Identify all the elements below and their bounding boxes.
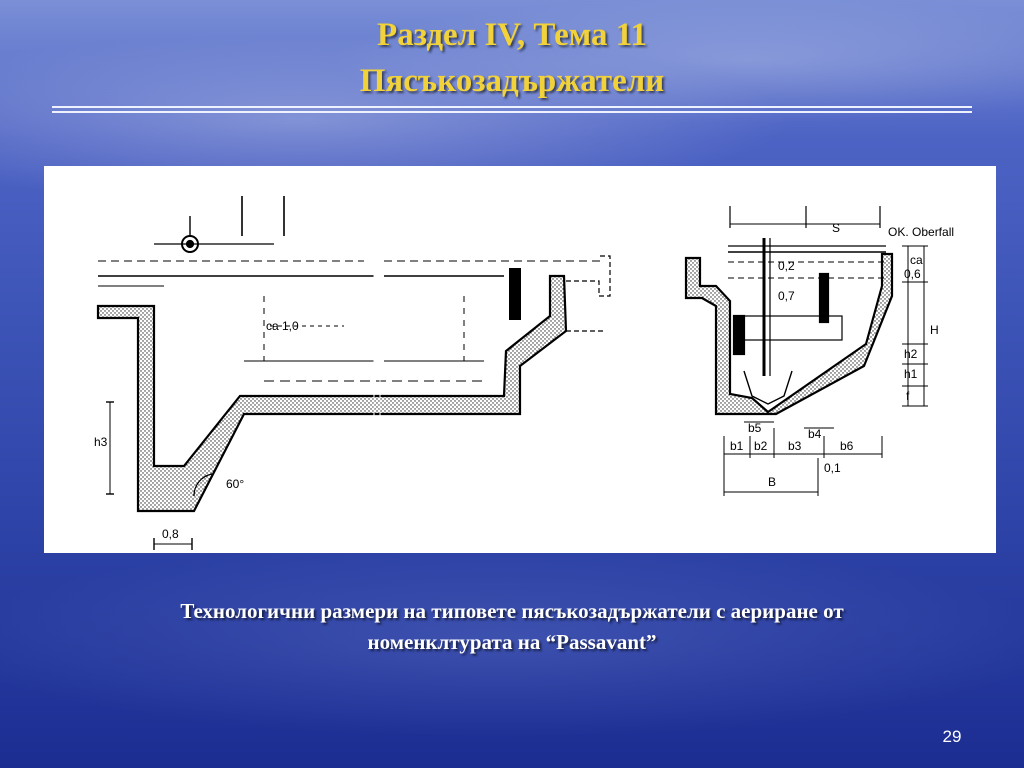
label-0-7: 0,7 (778, 289, 795, 303)
label-width: 0,8 (162, 527, 179, 541)
label-0-2: 0,2 (778, 259, 795, 273)
cross-section (684, 206, 928, 496)
caption-line2: номенклтурата на “Passavant” (367, 630, 657, 654)
label-h3: h3 (94, 435, 108, 449)
label-overflow: OK. Oberfall (888, 225, 954, 239)
label-h1: h1 (904, 367, 918, 381)
label-b3: b3 (788, 439, 802, 453)
label-b1: b1 (730, 439, 744, 453)
slide-title-line2: Пясъкозадържатели (359, 63, 665, 99)
label-H: H (930, 323, 939, 337)
page-number: 29 (942, 727, 962, 746)
slide-title-line1: Раздел IV, Тема 11 (377, 17, 647, 53)
label-b4: b4 (808, 427, 822, 441)
label-0-6: 0,6 (904, 267, 921, 281)
caption-line1: Технологични размери на типовете пясъкоз… (180, 599, 844, 623)
label-ca: ca (910, 253, 923, 267)
label-slope: ca 1,0 (266, 319, 299, 333)
title-divider-top (52, 106, 972, 108)
concrete-wall-left (96, 274, 568, 513)
label-s: S (832, 221, 840, 235)
label-b5: b5 (748, 421, 762, 435)
label-angle: 60° (226, 477, 244, 491)
sand-trap-drawing: ca 1,0 h3 60° 0,8 (44, 166, 996, 553)
title-divider-bottom (52, 111, 972, 113)
label-b6: b6 (840, 439, 854, 453)
label-f: f (906, 389, 910, 403)
label-B: B (768, 475, 776, 489)
longitudinal-section (96, 196, 611, 550)
label-h2: h2 (904, 347, 918, 361)
concrete-wall-right (684, 252, 894, 416)
label-b2: b2 (754, 439, 768, 453)
label-0-1: 0,1 (824, 461, 841, 475)
